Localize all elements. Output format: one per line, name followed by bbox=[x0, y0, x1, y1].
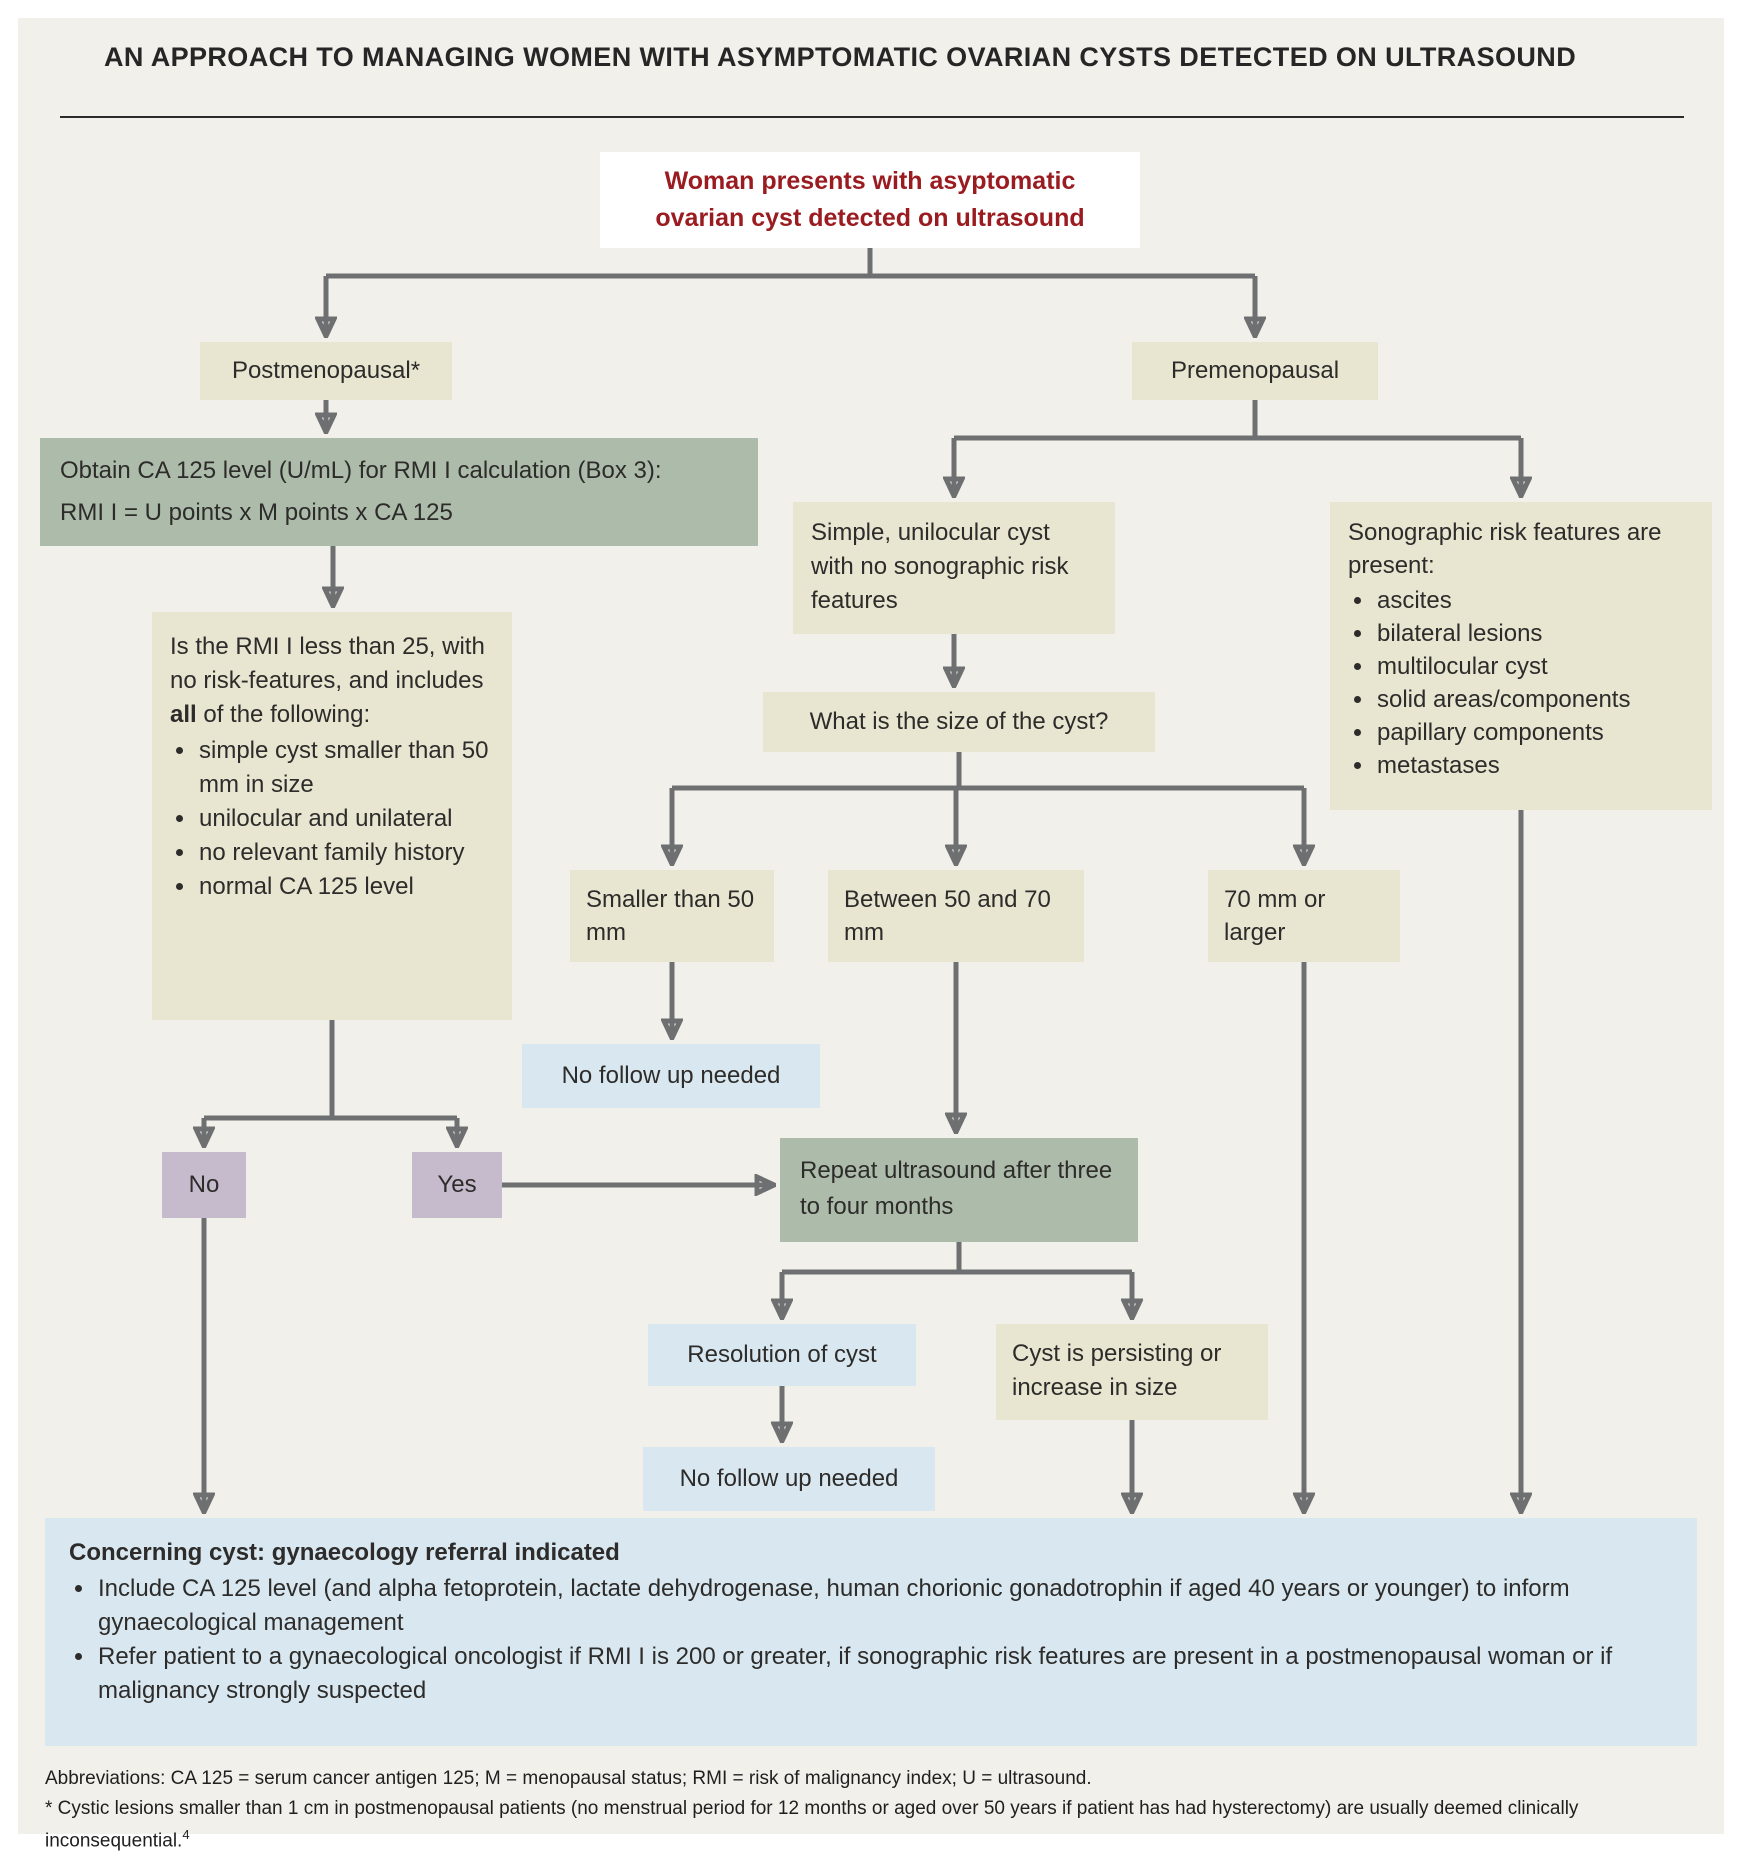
bullet-item: simple cyst smaller than 50 mm in size bbox=[197, 734, 494, 802]
node-between-50-70: Between 50 and 70 mm bbox=[828, 870, 1084, 962]
bullet-item: normal CA 125 level bbox=[197, 870, 494, 904]
footer-footnote: * Cystic lesions smaller than 1 cm in po… bbox=[45, 1796, 1705, 1852]
node-repeat-ultrasound: Repeat ultrasound after three to four mo… bbox=[780, 1138, 1138, 1242]
start-node-line: ovarian cyst detected on ultrasound bbox=[655, 204, 1085, 232]
node-premenopausal: Premenopausal bbox=[1132, 342, 1378, 400]
footer-abbreviations: Abbreviations: CA 125 = serum cancer ant… bbox=[45, 1768, 1092, 1789]
referral-heading: Concerning cyst: gynaecology referral in… bbox=[69, 1539, 620, 1566]
ca125-line1: Obtain CA 125 level (U/mL) for RMI I cal… bbox=[60, 457, 662, 484]
bullet-item: ascites bbox=[1375, 584, 1694, 617]
node-smaller-50: Smaller than 50 mm bbox=[570, 870, 774, 962]
node-no-followup-1: No follow up needed bbox=[522, 1044, 820, 1108]
node-postmenopausal: Postmenopausal* bbox=[200, 342, 452, 400]
bullet-item: solid areas/components bbox=[1375, 683, 1694, 716]
node-70-or-larger: 70 mm or larger bbox=[1208, 870, 1400, 962]
sonographic-intro: Sonographic risk features are present: bbox=[1348, 519, 1662, 579]
node-sonographic-risk: Sonographic risk features are present: a… bbox=[1330, 502, 1712, 810]
rmi-intro-end: of the following: bbox=[196, 701, 371, 728]
footnote-reference: 4 bbox=[182, 1827, 190, 1842]
node-rmi-question: Is the RMI I less than 25, with no risk-… bbox=[152, 612, 512, 1020]
node-no: No bbox=[162, 1152, 246, 1218]
sonographic-feature-list: ascites bilateral lesions multilocular c… bbox=[1348, 584, 1694, 782]
node-persisting: Cyst is persisting or increase in size bbox=[996, 1324, 1268, 1420]
node-simple-cyst: Simple, unilocular cyst with no sonograp… bbox=[793, 502, 1115, 634]
referral-list: Include CA 125 level (and alpha fetoprot… bbox=[69, 1572, 1673, 1708]
page-title: AN APPROACH TO MANAGING WOMEN WITH ASYMP… bbox=[104, 42, 1577, 72]
node-referral: Concerning cyst: gynaecology referral in… bbox=[45, 1518, 1697, 1746]
node-cyst-size-question: What is the size of the cyst? bbox=[763, 692, 1155, 752]
bullet-item: bilateral lesions bbox=[1375, 617, 1694, 650]
title-divider bbox=[60, 116, 1684, 118]
rmi-criteria-list: simple cyst smaller than 50 mm in size u… bbox=[170, 734, 494, 904]
start-node-line: Woman presents with asyptomatic bbox=[664, 167, 1076, 195]
bullet-item: Include CA 125 level (and alpha fetoprot… bbox=[96, 1572, 1673, 1640]
bullet-item: papillary components bbox=[1375, 716, 1694, 749]
bullet-item: metastases bbox=[1375, 749, 1694, 782]
node-no-followup-2: No follow up needed bbox=[643, 1447, 935, 1511]
ca125-formula: RMI I = U points x M points x CA 125 bbox=[60, 499, 453, 526]
bullet-item: no relevant family history bbox=[197, 836, 494, 870]
rmi-intro-bold: all bbox=[170, 701, 197, 728]
node-obtain-ca125: Obtain CA 125 level (U/mL) for RMI I cal… bbox=[40, 438, 758, 546]
bullet-item: multilocular cyst bbox=[1375, 650, 1694, 683]
footnote-text: * Cystic lesions smaller than 1 cm in po… bbox=[45, 1798, 1579, 1852]
node-resolution: Resolution of cyst bbox=[648, 1324, 916, 1386]
rmi-intro: Is the RMI I less than 25, with no risk-… bbox=[170, 633, 485, 694]
bullet-item: Refer patient to a gynaecological oncolo… bbox=[96, 1640, 1673, 1708]
start-node: Woman presents with asyptomatic ovarian … bbox=[600, 152, 1140, 248]
node-yes: Yes bbox=[412, 1152, 502, 1218]
bullet-item: unilocular and unilateral bbox=[197, 802, 494, 836]
